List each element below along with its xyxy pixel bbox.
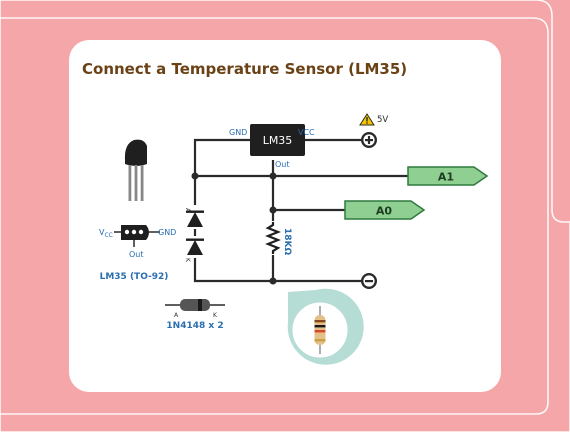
- package-vcc-prefix: V: [99, 228, 105, 237]
- diode-lower: [186, 236, 204, 258]
- pin-gnd-label: GND: [229, 128, 247, 137]
- warning-icon: [359, 113, 375, 126]
- resistor-callout: [287, 288, 364, 365]
- minus-terminal-icon: [361, 273, 377, 289]
- diode-icon: [165, 299, 225, 311]
- package-out-label: Out: [129, 250, 144, 259]
- diode-cathode-mark: K: [184, 258, 191, 263]
- to92-package-icon: [124, 139, 147, 201]
- diode-upper: [186, 205, 204, 229]
- a1-connector: A1: [407, 166, 489, 186]
- diagram-title: Connect a Temperature Sensor (LM35): [82, 60, 408, 78]
- diagram-card: [69, 40, 501, 392]
- pin-out-label: Out: [275, 160, 290, 169]
- lm35-ic: LM35: [250, 124, 305, 156]
- resistor-icon: [264, 221, 282, 255]
- supply-voltage-label: 5V: [377, 115, 388, 125]
- plus-terminal-icon: [361, 132, 377, 148]
- pin-vcc-label: VCC: [298, 128, 315, 137]
- resistor-value: 18KΩ: [282, 228, 292, 255]
- junction-dots: [191, 172, 277, 285]
- package-gnd-label: GND: [158, 228, 176, 237]
- package-vcc-label: VCC: [99, 228, 113, 239]
- a0-label: A0: [376, 205, 393, 218]
- ic-label: LM35: [263, 134, 293, 147]
- diode-anode-mark: A: [184, 208, 191, 213]
- diode-part-anode: A: [174, 312, 179, 319]
- package-bottom-view: [114, 225, 160, 247]
- diode-part-caption: 1N4148 x 2: [166, 321, 223, 331]
- package-vcc-sub: CC: [104, 232, 112, 239]
- a1-label: A1: [438, 171, 454, 184]
- package-caption: LM35 (TO-92): [100, 272, 169, 282]
- a0-connector: A0: [344, 200, 426, 220]
- diode-part-cathode: K: [213, 312, 218, 319]
